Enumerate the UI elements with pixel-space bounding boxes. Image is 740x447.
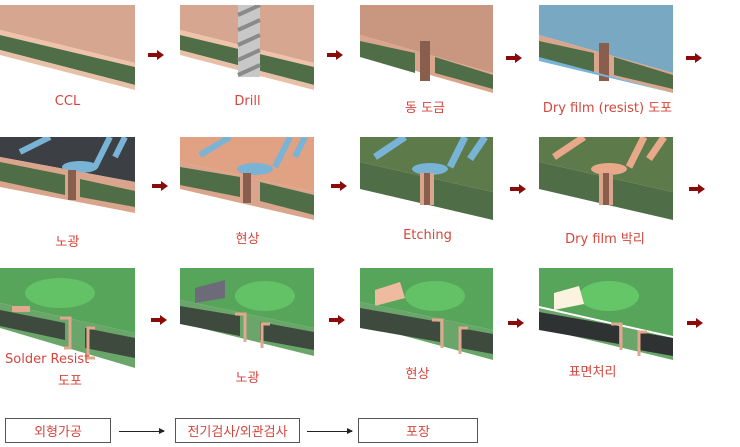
flow-step-outline-processing: 외형가공 bbox=[5, 418, 111, 443]
step-label-dry-film-strip: Dry film 박리 bbox=[565, 232, 645, 247]
step-label-drill: Drill bbox=[234, 94, 261, 109]
step-label-solder-resist-line2: 도포 bbox=[58, 374, 82, 389]
flow-step-inspection: 전기검사/외관검사 bbox=[175, 418, 300, 443]
flow-arrow-icon bbox=[307, 428, 353, 434]
arrow-right-icon bbox=[148, 50, 164, 60]
step-label-exposure: 노광 bbox=[55, 235, 80, 250]
arrow-right-icon bbox=[327, 50, 343, 60]
step-image-sr-exposure bbox=[180, 268, 314, 356]
step-image-solder-resist-coating bbox=[0, 268, 135, 368]
flow-arrow-icon bbox=[119, 428, 165, 434]
arrow-right-icon bbox=[508, 318, 524, 328]
step-label-sr-development: 현상 bbox=[405, 367, 430, 382]
step-label-surface-finish: 표면처리 bbox=[568, 365, 617, 380]
step-image-surface-finish bbox=[539, 268, 673, 360]
arrow-right-icon bbox=[152, 181, 168, 191]
arrow-right-icon bbox=[687, 318, 703, 328]
arrow-right-icon bbox=[329, 315, 345, 325]
step-label-dry-film-coating: Dry film (resist) 도포 bbox=[542, 101, 673, 116]
step-label-etching: Etching bbox=[403, 228, 452, 243]
flow-step-packaging: 포장 bbox=[358, 418, 478, 443]
arrow-right-icon bbox=[686, 53, 702, 63]
step-label-copper-plating: 동 도금 bbox=[404, 101, 445, 116]
arrow-right-icon bbox=[510, 184, 526, 194]
step-image-ccl bbox=[0, 5, 135, 90]
step-label-ccl: CCL bbox=[54, 94, 81, 109]
step-image-exposure bbox=[0, 137, 135, 217]
step-image-development bbox=[180, 137, 314, 220]
step-image-drill bbox=[180, 5, 314, 90]
arrow-right-icon bbox=[506, 53, 522, 63]
step-image-dry-film-strip bbox=[539, 137, 673, 220]
step-image-copper-plating bbox=[360, 5, 493, 93]
step-image-sr-development bbox=[360, 268, 493, 360]
arrow-right-icon bbox=[689, 184, 705, 194]
arrow-right-icon bbox=[151, 315, 167, 325]
arrow-right-icon bbox=[331, 181, 347, 191]
step-label-development: 현상 bbox=[235, 232, 260, 247]
step-image-dry-film-coating bbox=[539, 5, 673, 93]
step-label-sr-exposure: 노광 bbox=[235, 371, 260, 386]
step-image-etching bbox=[360, 137, 493, 220]
step-label-solder-resist-line1: Solder Resist bbox=[5, 352, 90, 367]
